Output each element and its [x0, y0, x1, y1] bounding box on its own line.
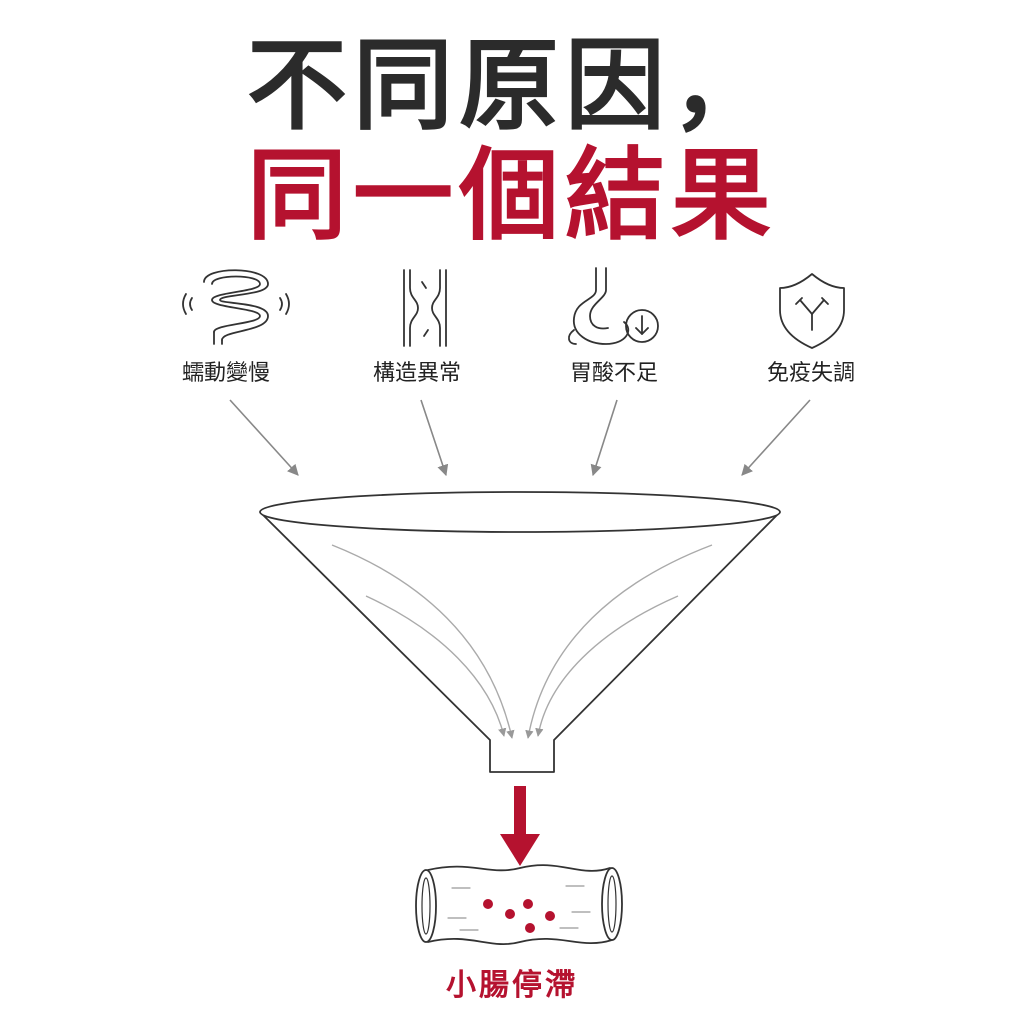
intestine-icon [182, 269, 290, 345]
bacteria-dot [523, 899, 533, 909]
bacteria-dots [483, 899, 555, 933]
result-arrow [500, 786, 540, 866]
flow-line-1 [331, 544, 515, 739]
flow-line-2 [365, 595, 507, 737]
result-label: 小腸停滯 [446, 968, 578, 1003]
funnel-rim [259, 491, 781, 533]
small-intestine-icon [415, 864, 623, 946]
cause-label-3: 胃酸不足 [569, 361, 658, 386]
funnel-flow-lines [331, 544, 713, 739]
cause-label-1: 蠕動變慢 [181, 361, 270, 386]
cause-arrows [229, 399, 811, 477]
cause-arrow-3 [590, 399, 618, 477]
narrowed-tube-icon [403, 269, 447, 347]
antibody-shield-icon [779, 273, 845, 349]
funnel [259, 491, 781, 773]
title-line-2: 同一個結果 [247, 137, 777, 254]
flow-line-4 [535, 595, 679, 737]
title-line-1: 不同原因， [247, 27, 777, 144]
bacteria-dot [483, 899, 493, 909]
cause-arrow-2 [420, 399, 449, 477]
bacteria-dot [545, 911, 555, 921]
funnel-body [259, 511, 781, 773]
bacteria-dot [505, 909, 515, 919]
cause-arrow-4 [741, 399, 811, 476]
cause-label-4: 免疫失調 [766, 361, 855, 386]
cause-label-2: 構造異常 [372, 361, 461, 386]
stomach-icon [568, 267, 659, 345]
flow-line-3 [525, 544, 713, 739]
cause-arrow-1 [229, 399, 299, 476]
bacteria-dot [525, 923, 535, 933]
